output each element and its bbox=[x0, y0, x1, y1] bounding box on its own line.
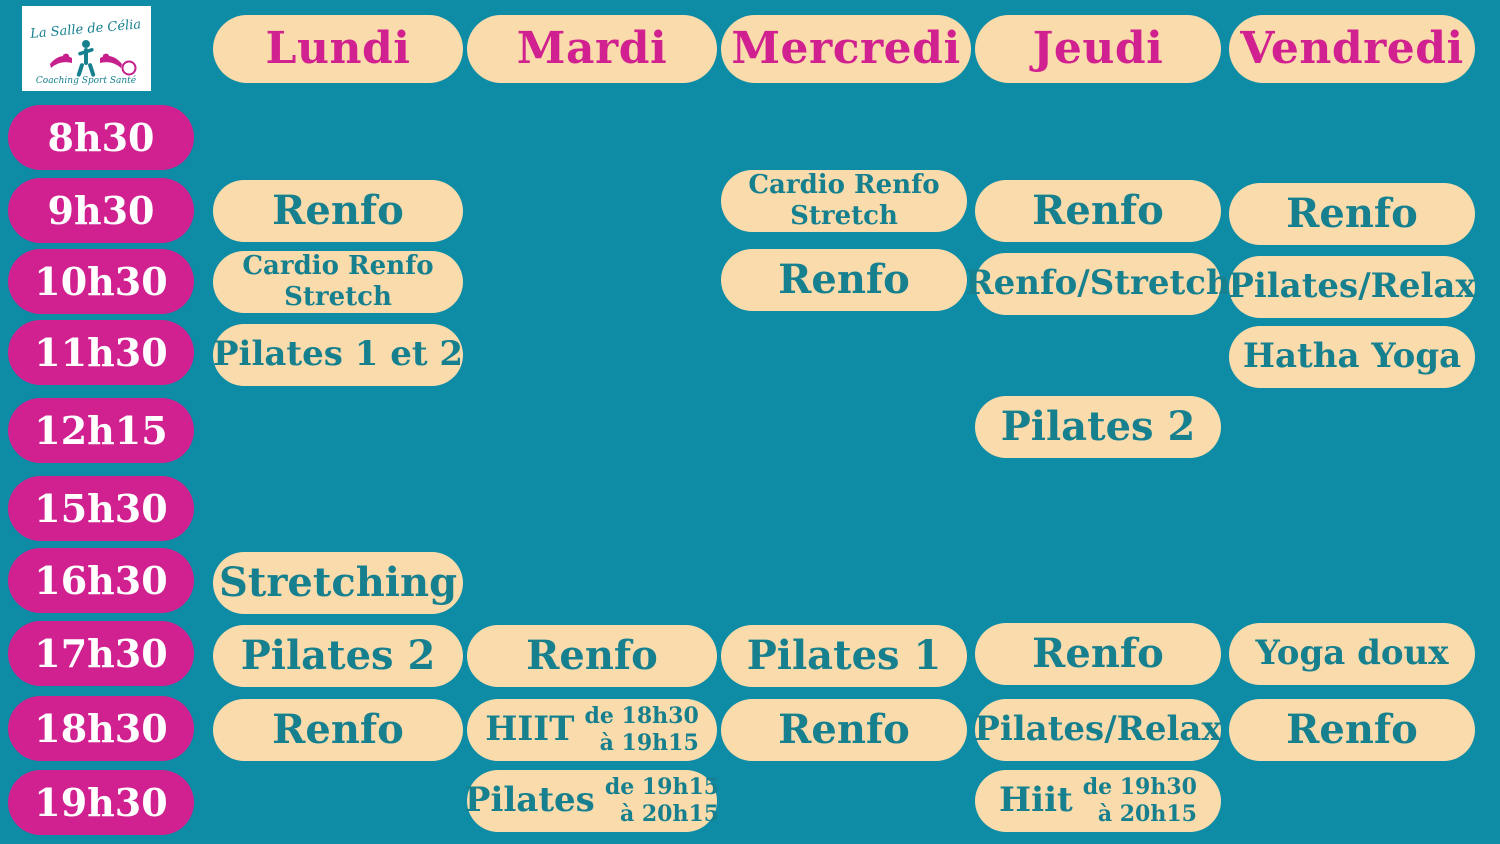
class-lundi-11h30[interactable]: Pilates 1 et 2 bbox=[213, 324, 463, 386]
class-mercredi-18h30[interactable]: Renfo bbox=[721, 699, 967, 761]
class-mardi-19h30[interactable]: Pilates de 19h15 à 20h15 bbox=[464, 770, 719, 832]
class-line-1: Cardio Renfo bbox=[242, 251, 434, 282]
class-name: Pilates bbox=[464, 780, 595, 821]
time-pill-12h15: 12h15 bbox=[8, 398, 194, 463]
logo-artwork: La Salle de Célia Coaching Sport Santé bbox=[29, 17, 142, 86]
class-vendredi-10h30[interactable]: Pilates/Relax bbox=[1228, 256, 1476, 318]
class-lundi-10h30[interactable]: Cardio Renfo Stretch bbox=[213, 251, 463, 313]
class-jeudi-10h30[interactable]: Renfo/Stretch bbox=[965, 253, 1231, 315]
class-lundi-17h30[interactable]: Pilates 2 bbox=[213, 625, 463, 687]
time-pill-17h30: 17h30 bbox=[8, 621, 194, 686]
class-mercredi-9h30[interactable]: Cardio Renfo Stretch bbox=[721, 170, 967, 232]
class-jeudi-9h30[interactable]: Renfo bbox=[975, 180, 1221, 242]
class-jeudi-17h30[interactable]: Renfo bbox=[975, 623, 1221, 685]
day-header-vendredi: Vendredi bbox=[1229, 15, 1475, 83]
day-header-jeudi: Jeudi bbox=[975, 15, 1221, 83]
class-time-range: de 18h30 à 19h15 bbox=[584, 703, 698, 758]
class-mardi-17h30[interactable]: Renfo bbox=[467, 625, 717, 687]
class-name: Hiit bbox=[999, 780, 1073, 821]
day-header-mercredi: Mercredi bbox=[721, 15, 971, 83]
class-time-range: de 19h30 à 20h15 bbox=[1083, 774, 1197, 829]
class-vendredi-11h30[interactable]: Hatha Yoga bbox=[1229, 326, 1475, 388]
time-pill-9h30: 9h30 bbox=[8, 178, 194, 243]
day-header-mardi: Mardi bbox=[467, 15, 717, 83]
class-name: HIIT bbox=[485, 709, 575, 750]
brand-logo: La Salle de Célia Coaching Sport Santé bbox=[22, 6, 151, 91]
class-mercredi-17h30[interactable]: Pilates 1 bbox=[721, 625, 967, 687]
range-to: à 19h15 bbox=[599, 730, 699, 756]
class-jeudi-12h15[interactable]: Pilates 2 bbox=[975, 396, 1221, 458]
class-lundi-16h30[interactable]: Stretching bbox=[213, 552, 463, 614]
time-pill-8h30: 8h30 bbox=[8, 105, 194, 170]
time-pill-16h30: 16h30 bbox=[8, 548, 194, 613]
class-line-1: Cardio Renfo bbox=[748, 170, 940, 201]
time-pill-10h30: 10h30 bbox=[8, 249, 194, 314]
range-to: à 20h15 bbox=[1097, 801, 1197, 827]
class-vendredi-9h30[interactable]: Renfo bbox=[1229, 183, 1475, 245]
class-lundi-18h30[interactable]: Renfo bbox=[213, 699, 463, 761]
class-jeudi-19h30[interactable]: Hiit de 19h30 à 20h15 bbox=[975, 770, 1221, 832]
class-mercredi-10h30[interactable]: Renfo bbox=[721, 249, 967, 311]
class-vendredi-17h30[interactable]: Yoga doux bbox=[1229, 623, 1475, 685]
class-mardi-18h30[interactable]: HIIT de 18h30 à 19h15 bbox=[467, 699, 717, 761]
range-from: de 19h30 bbox=[1082, 773, 1197, 800]
range-from: de 19h15 bbox=[604, 773, 720, 800]
class-jeudi-18h30[interactable]: Pilates/Relax bbox=[974, 699, 1222, 761]
range-to: à 20h15 bbox=[619, 801, 720, 827]
svg-text:Coaching Sport Santé: Coaching Sport Santé bbox=[36, 75, 137, 86]
time-pill-18h30: 18h30 bbox=[8, 696, 194, 761]
class-line-2: Stretch bbox=[790, 201, 898, 231]
class-lundi-9h30[interactable]: Renfo bbox=[213, 180, 463, 242]
range-from: de 18h30 bbox=[584, 702, 699, 729]
svg-text:La Salle de Célia: La Salle de Célia bbox=[29, 17, 142, 42]
time-pill-15h30: 15h30 bbox=[8, 476, 194, 541]
class-time-range: de 19h15 à 20h15 bbox=[605, 774, 719, 829]
time-pill-19h30: 19h30 bbox=[8, 770, 194, 835]
class-line-2: Stretch bbox=[284, 282, 392, 312]
class-vendredi-18h30[interactable]: Renfo bbox=[1229, 699, 1475, 761]
day-header-lundi: Lundi bbox=[213, 15, 463, 83]
time-pill-11h30: 11h30 bbox=[8, 320, 194, 385]
